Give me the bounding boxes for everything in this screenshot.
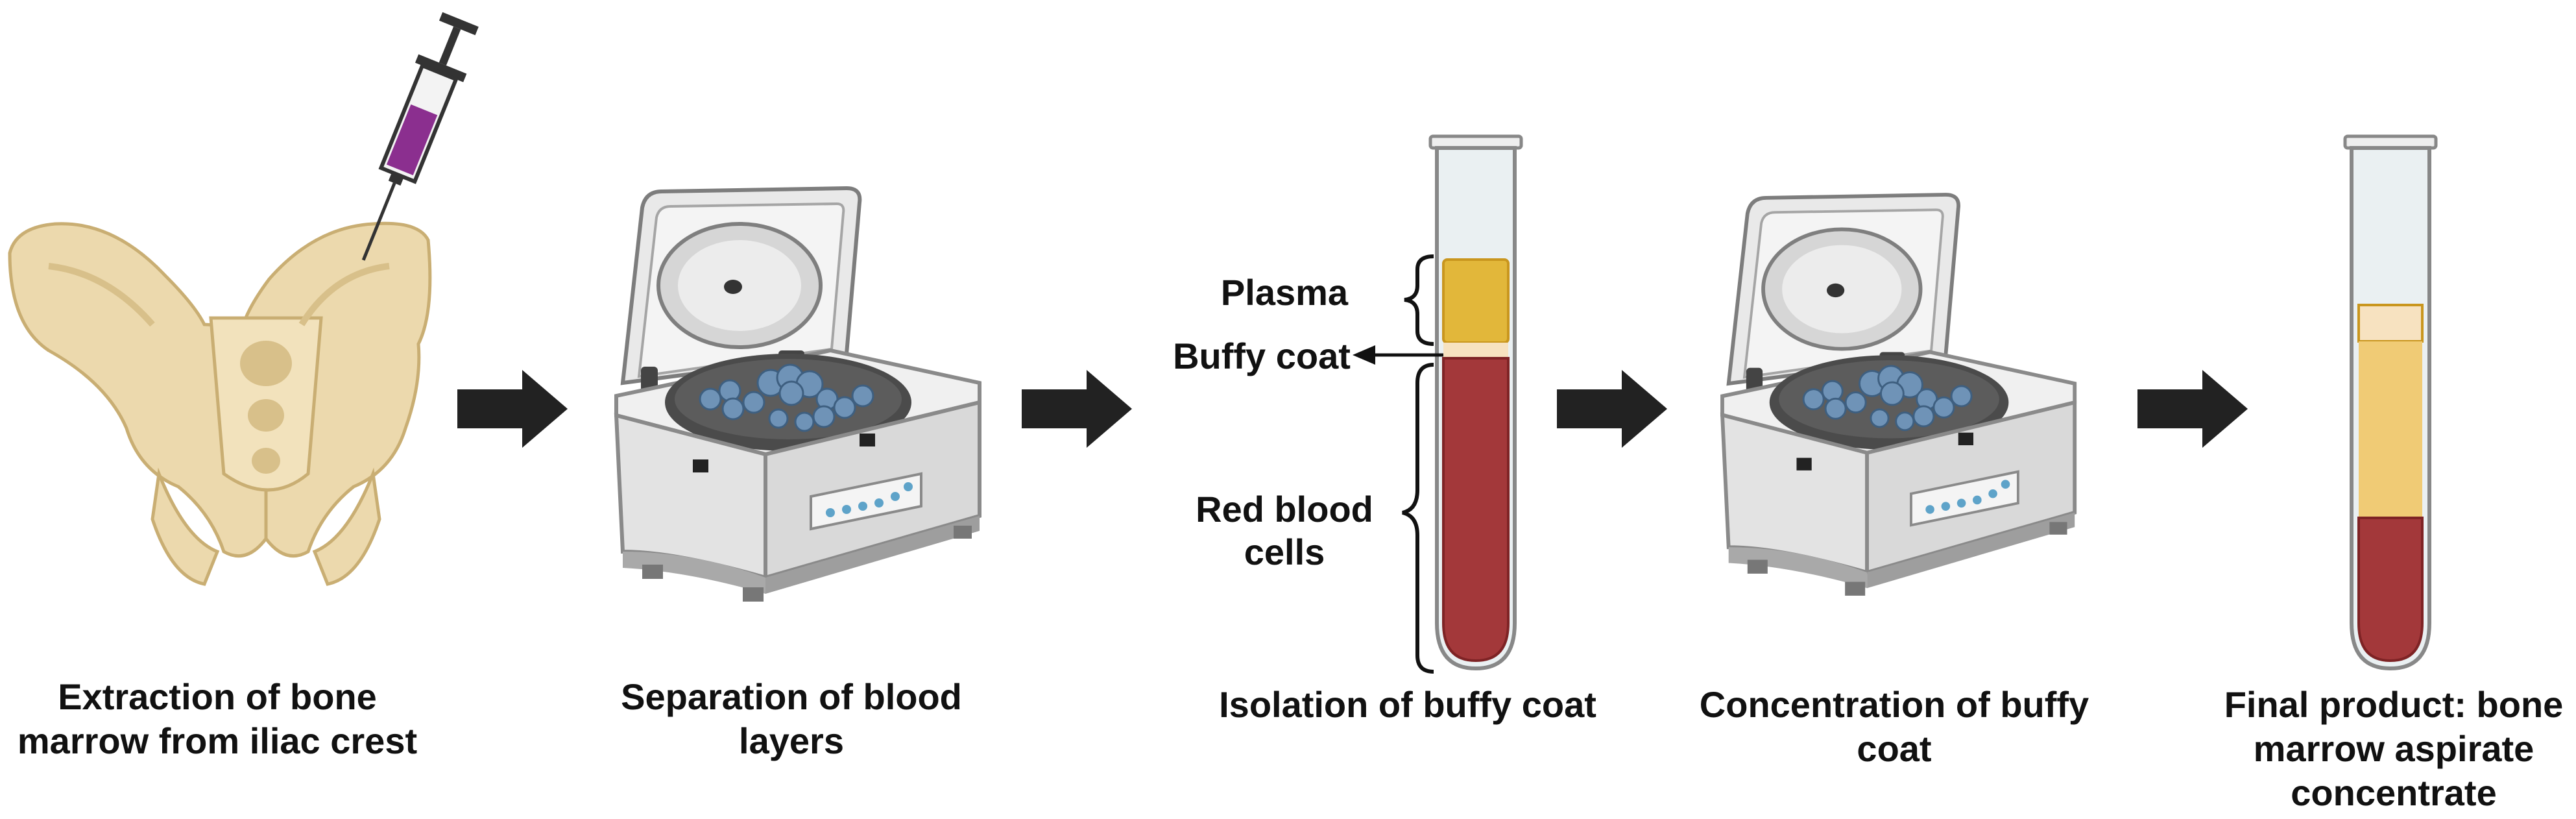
caption-line: concentrate	[2291, 772, 2497, 813]
pelvis-icon	[8, 221, 432, 586]
caption-line: Concentration of buffy	[1699, 684, 2089, 725]
red-blood-cells-line2: cells	[1244, 532, 1325, 572]
step-caption-separation: Separation of blood layers	[603, 675, 980, 763]
red-blood-cells-brace	[1402, 363, 1434, 674]
plasma-label: Plasma	[1220, 272, 1349, 313]
caption-line: marrow from iliac crest	[17, 720, 418, 761]
caption-line: coat	[1857, 728, 1932, 769]
centrifuge-icon	[1722, 195, 2075, 596]
step-caption-isolation: Isolation of buffy coat	[1190, 683, 1625, 727]
arrow-right-icon	[457, 370, 568, 448]
red-blood-cells-label: Red blood cells	[1187, 488, 1382, 574]
caption-line: Isolation of buffy coat	[1219, 684, 1596, 725]
caption-line: Extraction of bone	[58, 676, 377, 717]
test-tube-icon	[1428, 134, 1523, 671]
buffy-coat-arrow	[1353, 345, 1443, 365]
caption-line: Separation of blood	[621, 676, 962, 717]
plasma-brace	[1404, 254, 1434, 346]
arrow-right-icon	[1557, 370, 1667, 448]
centrifuge-icon	[616, 188, 980, 602]
arrow-right-icon	[1022, 370, 1132, 448]
plasma-layer	[1442, 258, 1510, 344]
step-caption-final-product: Final product: bone marrow aspirate conc…	[2212, 683, 2575, 815]
red-blood-cells-line1: Red blood	[1196, 489, 1373, 530]
caption-line: Final product: bone	[2224, 684, 2564, 725]
caption-line: marrow aspirate	[2253, 728, 2534, 769]
syringe-icon	[361, 12, 479, 261]
concentrate-plasma-layer	[2359, 341, 2422, 518]
buffy-coat-label: Buffy coat	[1173, 336, 1351, 376]
step-caption-extraction: Extraction of bone marrow from iliac cre…	[0, 675, 435, 763]
arrow-right-icon	[2137, 370, 2248, 448]
concentrate-buffy-layer	[2357, 304, 2424, 343]
step-caption-concentration: Concentration of buffy coat	[1680, 683, 2108, 771]
red-blood-cells-layer	[1442, 357, 1510, 663]
concentrate-red-layer	[2357, 517, 2424, 663]
test-tube-icon	[2343, 134, 2438, 671]
caption-line: layers	[739, 720, 844, 761]
buffy-coat-layer	[1443, 343, 1508, 358]
